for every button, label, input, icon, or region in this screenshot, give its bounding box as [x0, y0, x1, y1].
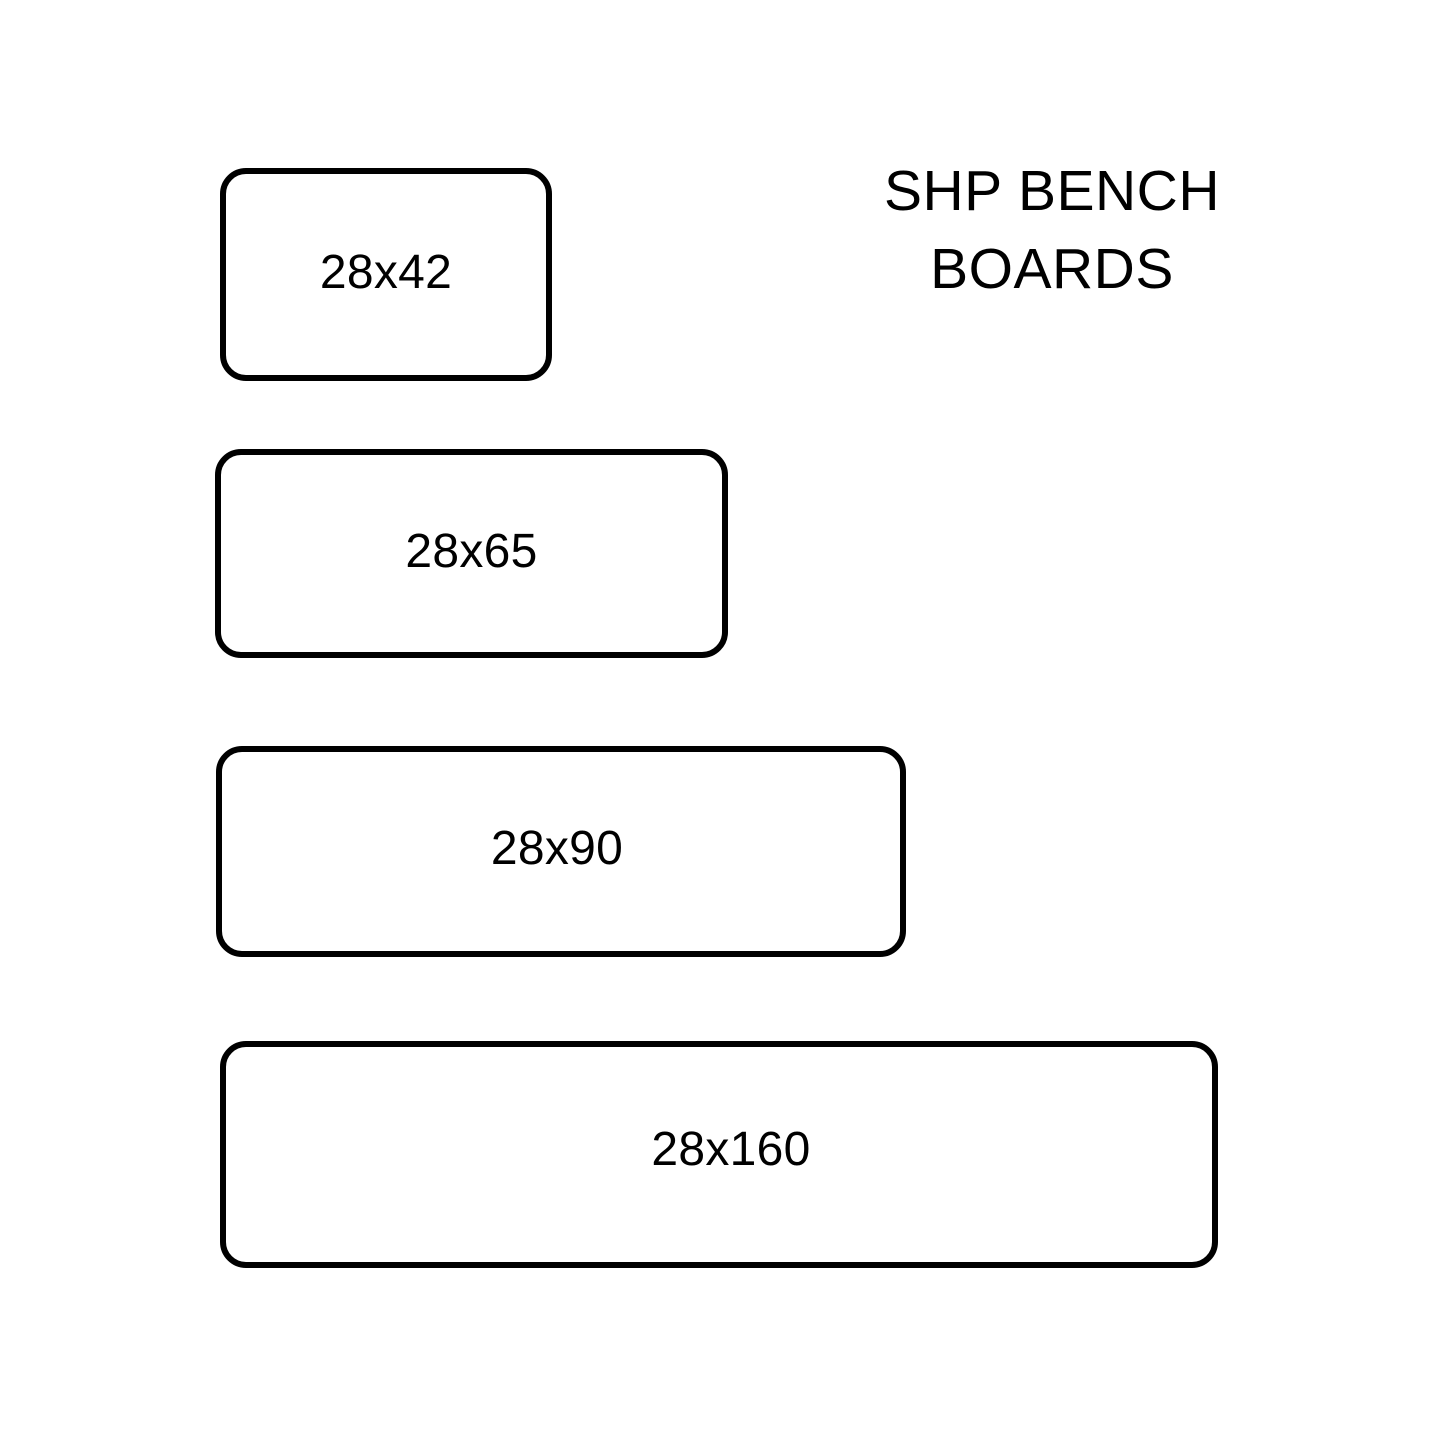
board-label-28x160: 28x160	[651, 1123, 811, 1176]
board-label-28x65: 28x65	[405, 525, 538, 578]
board-label-28x42: 28x42	[319, 246, 453, 299]
board-label-28x90: 28x90	[490, 822, 624, 875]
board-shape-28x90: 28x90	[216, 746, 906, 957]
page-title: SHP BENCH BOARDS	[772, 152, 1332, 308]
board-shape-28x42: 28x42	[220, 168, 552, 381]
page-title-line-1: SHP BENCH	[883, 159, 1221, 223]
page-title-line-2: BOARDS	[930, 237, 1174, 301]
board-shape-28x160: 28x160	[220, 1041, 1218, 1268]
board-shape-28x65: 28x65	[215, 449, 728, 658]
